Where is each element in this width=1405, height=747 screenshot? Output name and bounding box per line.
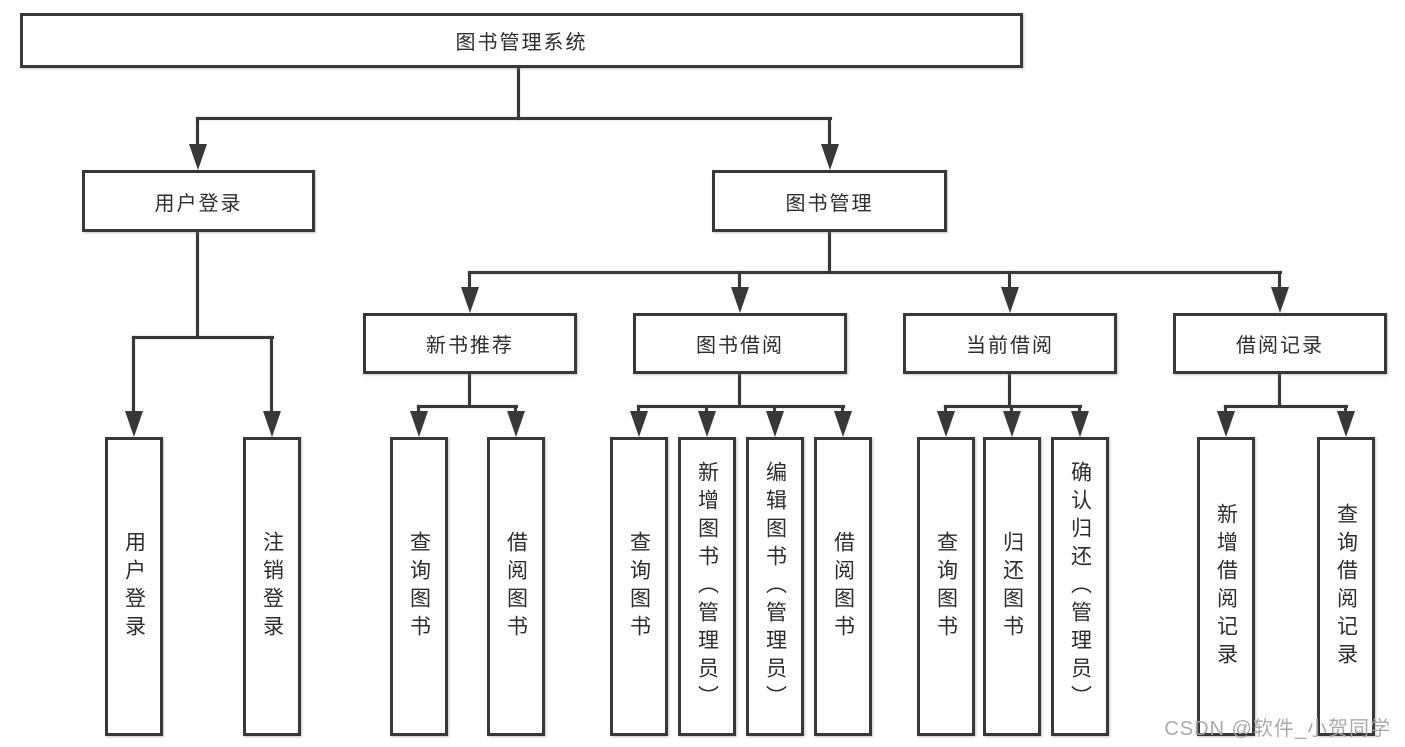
connector-leaf-stub (841, 405, 844, 415)
connector-root-stub (517, 66, 520, 120)
node-label: 新书推荐 (426, 335, 514, 357)
leaf-label: 注销登录 (260, 530, 284, 643)
connector-user-login-drop (196, 230, 199, 338)
connector-l3-stub (1278, 271, 1281, 289)
arrow-down-icon (698, 411, 716, 437)
connector-leaf-stub (773, 405, 776, 415)
leaf-label: 编辑图书（管理员） (763, 460, 787, 713)
leaf-add-borrow-record: 新增借阅记录 (1197, 437, 1255, 736)
connector-new-books-branch (417, 405, 518, 408)
arrow-down-icon (1271, 287, 1289, 313)
connector-leaf-stub (1224, 405, 1227, 415)
connector-leaf-stub (132, 336, 135, 414)
leaf-edit-books-admin: 编辑图书（管理员） (746, 437, 804, 736)
node-root-system: 图书管理系统 (20, 13, 1023, 68)
leaf-label: 确认归还（管理员） (1068, 460, 1092, 713)
leaf-label: 查询图书 (934, 530, 958, 643)
leaf-label: 归还图书 (1000, 530, 1024, 643)
leaf-label: 借阅图书 (504, 530, 528, 643)
node-label: 用户登录 (154, 192, 243, 215)
node-current-borrow: 当前借阅 (903, 313, 1117, 374)
arrow-down-icon (937, 411, 955, 437)
node-book-borrow: 图书借阅 (633, 313, 847, 374)
connector-borrow-records-branch (1224, 405, 1348, 408)
leaf-label: 查询图书 (407, 530, 431, 643)
leaf-query-books-new: 查询图书 (390, 437, 448, 736)
node-label: 借阅记录 (1236, 335, 1324, 357)
leaf-add-books-admin: 新增图书（管理员） (678, 437, 736, 736)
leaf-confirm-return-admin: 确认归还（管理员） (1051, 437, 1109, 736)
leaf-label: 借阅图书 (831, 530, 855, 643)
leaf-label: 用户登录 (122, 530, 146, 643)
connector-leaf-stub (1010, 405, 1013, 415)
node-borrow-records: 借阅记录 (1173, 313, 1387, 374)
node-book-mgmt: 图书管理 (712, 170, 947, 232)
node-label: 图书管理系统 (455, 32, 588, 54)
leaf-label: 新增图书（管理员） (695, 460, 719, 713)
connector-book-mgmt-stub (828, 117, 831, 147)
arrow-down-icon (507, 411, 525, 437)
connector-borrow-records-drop (1278, 372, 1281, 407)
arrow-down-icon (821, 144, 839, 170)
connector-l3-stub (1008, 271, 1011, 289)
node-new-books: 新书推荐 (363, 313, 577, 374)
leaf-return-books: 归还图书 (983, 437, 1041, 736)
leaf-user-login: 用户登录 (105, 437, 163, 736)
connector-user-login-branch (132, 336, 274, 339)
leaf-query-borrow-record: 查询借阅记录 (1317, 437, 1375, 736)
leaf-query-books-current: 查询图书 (917, 437, 975, 736)
connector-leaf-stub (270, 336, 273, 414)
arrow-down-icon (189, 144, 207, 170)
node-label: 图书借阅 (696, 335, 784, 357)
connector-current-borrow-drop (1008, 372, 1011, 407)
leaf-label: 查询借阅记录 (1334, 502, 1358, 671)
connector-l3-stub (738, 271, 741, 289)
arrow-down-icon (731, 287, 749, 313)
arrow-down-icon (1001, 287, 1019, 313)
connector-book-borrow-branch (637, 405, 845, 408)
connector-user-login-stub (196, 117, 199, 147)
leaf-borrow-books: 借阅图书 (814, 437, 872, 736)
connector-current-borrow-branch (944, 405, 1082, 408)
connector-leaf-stub (637, 405, 640, 415)
connector-leaf-stub (944, 405, 947, 415)
leaf-label: 新增借阅记录 (1214, 502, 1238, 671)
arrow-down-icon (766, 411, 784, 437)
arrow-down-icon (263, 411, 281, 437)
connector-level1-branch (196, 117, 832, 120)
leaf-borrow-books-new: 借阅图书 (487, 437, 545, 736)
node-user-login: 用户登录 (82, 170, 315, 232)
connector-leaf-stub (705, 405, 708, 415)
leaf-logout: 注销登录 (243, 437, 301, 736)
connector-leaf-stub (1344, 405, 1347, 415)
connector-leaf-stub (417, 405, 420, 415)
leaf-query-books-borrow: 查询图书 (610, 437, 668, 736)
arrow-down-icon (1337, 411, 1355, 437)
connector-leaf-stub (1078, 405, 1081, 415)
leaf-label: 查询图书 (627, 530, 651, 643)
connector-l3-stub (468, 271, 471, 289)
arrow-down-icon (1217, 411, 1235, 437)
connector-level2-branch (468, 271, 1282, 274)
connector-new-books-drop (468, 372, 471, 407)
arrow-down-icon (630, 411, 648, 437)
connector-leaf-stub (514, 405, 517, 415)
arrow-down-icon (834, 411, 852, 437)
connector-book-mgmt-drop (828, 230, 831, 274)
arrow-down-icon (125, 411, 143, 437)
arrow-down-icon (461, 287, 479, 313)
arrow-down-icon (1071, 411, 1089, 437)
watermark: CSDN @软件_小贺同学 (1164, 718, 1391, 740)
node-label: 图书管理 (785, 192, 874, 215)
node-label: 当前借阅 (966, 335, 1054, 357)
arrow-down-icon (410, 411, 428, 437)
arrow-down-icon (1003, 411, 1021, 437)
connector-book-borrow-drop (738, 372, 741, 407)
